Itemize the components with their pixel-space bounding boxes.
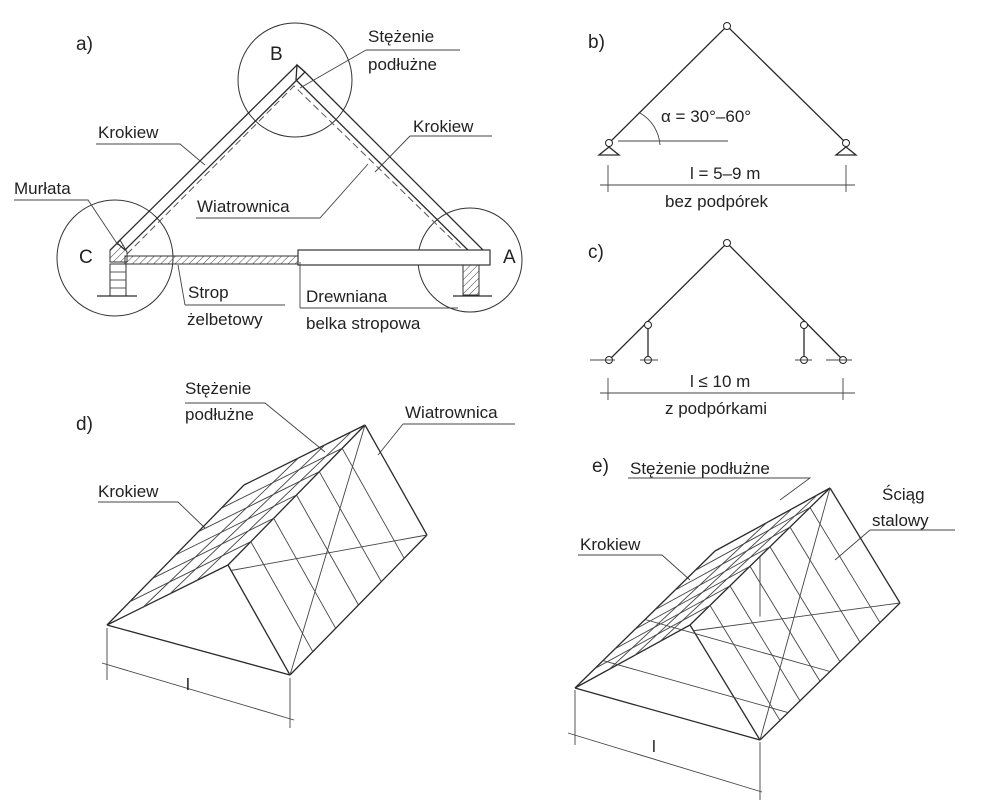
- panel-c-label: c): [588, 242, 604, 263]
- rafter: [129, 541, 252, 603]
- label-wiatrownica: Wiatrownica: [197, 197, 290, 216]
- rafter: [594, 605, 711, 669]
- span-label-d: l: [186, 675, 190, 694]
- rafter: [220, 447, 343, 509]
- rafter: [789, 526, 861, 643]
- longitudinal-brace: [142, 457, 299, 608]
- rafter: [709, 605, 781, 721]
- wall-plate: [109, 239, 128, 263]
- back-rafter: [829, 487, 901, 604]
- label-belka-2: belka stropowa: [306, 314, 421, 333]
- hinge-apex: [723, 22, 731, 30]
- label-wiatrownica-d: Wiatrownica: [405, 403, 498, 422]
- rafter-right: [295, 63, 490, 261]
- longitudinal-brace: [609, 522, 768, 670]
- panel-d-isometric-roof: d) Stężenie podłużne Wiatrownica Krokiew…: [76, 379, 515, 728]
- wind-brace-dashed: [126, 85, 466, 255]
- label-sciag-2: stalowy: [872, 511, 929, 530]
- label-krokiew-d: Krokiew: [98, 482, 159, 501]
- rafter: [273, 518, 337, 629]
- gable-left: [106, 564, 229, 626]
- label-stezenie-e: Stężenie podłużne: [630, 459, 770, 478]
- detail-label-c: C: [79, 247, 93, 268]
- rafter: [175, 494, 297, 556]
- back-rafter: [714, 487, 831, 552]
- label-krokiew-e: Krokiew: [580, 535, 641, 554]
- rc-slab: [124, 255, 299, 265]
- caption-b: bez podpórek: [665, 192, 769, 211]
- rafter: [654, 546, 771, 611]
- detail-label-b: B: [270, 44, 283, 65]
- steel-tie: [602, 660, 789, 714]
- label-strop-2: żelbetowy: [187, 310, 263, 329]
- angle-label: α = 30°–60°: [661, 107, 751, 126]
- wind-brace: [231, 534, 428, 571]
- panel-d-label: d): [76, 414, 93, 435]
- rafter: [634, 565, 751, 630]
- label-murlata: Murłata: [14, 179, 71, 198]
- rafter: [250, 541, 314, 652]
- label-stezenie-1: Stężenie: [368, 27, 434, 46]
- support-right-icon: [834, 146, 858, 156]
- support-left-icon: [597, 146, 621, 156]
- panel-b-scheme: b) α = 30°–60° l = 5–9 m bez podpórek: [588, 22, 858, 211]
- rafter: [341, 448, 405, 559]
- span-label-c: l ≤ 10 m: [690, 372, 750, 391]
- rafter: [809, 507, 881, 623]
- detail-label-a: A: [503, 247, 516, 268]
- span-label-e: l: [652, 737, 656, 756]
- wind-brace: [289, 424, 366, 676]
- eave-front: [106, 624, 291, 676]
- steel-tie: [644, 619, 831, 672]
- rafter: [769, 546, 841, 662]
- longitudinal-brace: [634, 508, 793, 656]
- rafter-scheme-c: [608, 242, 844, 361]
- dimension-line-d: [101, 662, 295, 721]
- dimension-line-e: [567, 732, 763, 793]
- back-rafter: [364, 424, 428, 536]
- gable-right: [227, 564, 291, 676]
- longitudinal-brace: [169, 444, 326, 595]
- label-krokiew-right: Krokiew: [413, 117, 474, 136]
- caption-c: z podpórkami: [665, 399, 767, 418]
- back-rafter: [243, 424, 366, 486]
- rafter: [152, 517, 274, 579]
- rafter: [694, 507, 811, 571]
- rafter: [749, 566, 821, 682]
- panel-c-scheme: c) l ≤ 10 m z podpórkami: [588, 239, 855, 418]
- gable-left: [574, 624, 691, 689]
- eave-front: [574, 687, 761, 741]
- timber-beam: [297, 249, 491, 266]
- label-krokiew-left: Krokiew: [98, 123, 159, 142]
- label-belka-1: Drewniana: [306, 287, 388, 306]
- panel-a-section: a) Stężenie podłużne Krokiew Krokiew Mur…: [14, 22, 523, 333]
- label-stezenie-2: podłużne: [368, 55, 437, 74]
- rafter: [614, 585, 731, 650]
- rafter: [318, 471, 382, 582]
- longitudinal-brace: [659, 494, 818, 642]
- span-label-b: l = 5–9 m: [690, 164, 760, 183]
- panel-b-label: b): [588, 32, 605, 53]
- wind-brace: [759, 487, 831, 741]
- label-sciag-1: Ściąg: [882, 485, 925, 504]
- label-stezenie-d-1: Stężenie: [185, 379, 251, 398]
- rafter: [729, 585, 801, 702]
- panel-a-label: a): [76, 34, 93, 55]
- label-stezenie-d-2: podłużne: [185, 405, 254, 424]
- brick-wall-right: [462, 264, 480, 296]
- label-strop-1: Strop: [188, 283, 229, 302]
- wind-brace: [693, 602, 901, 632]
- rafter-left: [116, 64, 306, 251]
- panel-e-isometric-roof: e) Stężenie podłużne Ściąg stalowy Kroki…: [567, 456, 955, 800]
- panel-e-label: e): [592, 456, 609, 477]
- gable-right: [689, 624, 761, 741]
- longitudinal-brace: [196, 431, 353, 581]
- detail-circle-b: [237, 22, 353, 138]
